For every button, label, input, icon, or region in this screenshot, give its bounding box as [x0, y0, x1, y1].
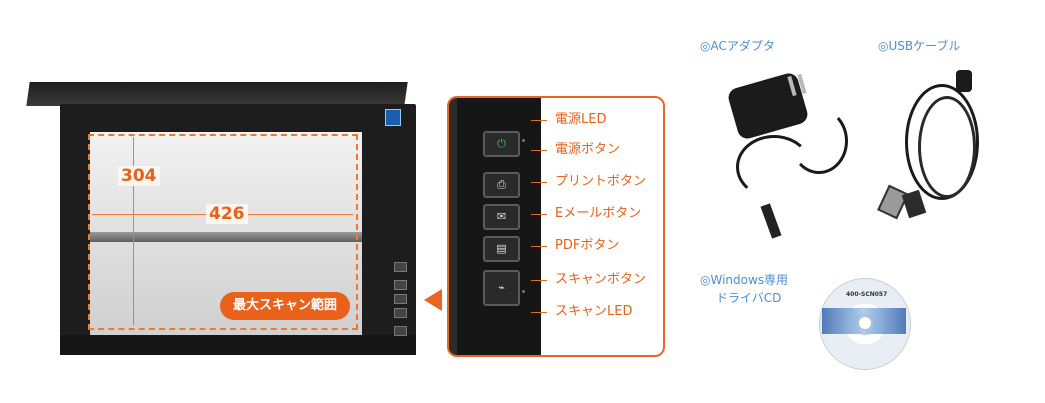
label-scan-button: スキャンボタン	[555, 272, 647, 287]
label-power-button: 電源ボタン	[555, 142, 621, 157]
side-button	[394, 280, 407, 290]
height-dimension-line	[133, 137, 134, 325]
side-button	[394, 294, 407, 304]
leader-line	[531, 182, 547, 183]
side-button	[394, 308, 407, 318]
cd-title: 400-SCN057	[846, 291, 888, 298]
print-icon: ⎙	[483, 172, 520, 198]
scanner-lid	[26, 82, 408, 106]
adapter-cable	[790, 108, 848, 174]
leader-line	[531, 312, 547, 313]
panel-edge	[449, 98, 457, 355]
side-button	[394, 326, 407, 336]
email-icon: ✉	[483, 204, 520, 230]
label-print-button: プリントボタン	[555, 174, 647, 189]
energy-star-badge	[385, 109, 401, 126]
scanner-image: 304 426 最大スキャン範囲	[0, 0, 442, 403]
label-pdf-button: PDFボタン	[555, 238, 620, 253]
leader-line	[531, 246, 547, 247]
driver-cd-label-line2: ドライバCD	[716, 291, 782, 305]
label-email-button: Eメールボタン	[555, 206, 642, 221]
ferrite-core	[956, 70, 972, 92]
scanner-ledge	[60, 335, 416, 355]
side-button	[394, 262, 407, 272]
leader-line	[531, 214, 547, 215]
usb-cable-label: ◎USBケーブル	[878, 39, 961, 53]
leader-line	[531, 120, 547, 121]
label-scan-led: スキャンLED	[555, 304, 633, 319]
height-dimension-label: 304	[118, 166, 160, 186]
leader-line	[531, 150, 547, 151]
ac-adapter-label: ◎ACアダプタ	[700, 39, 775, 53]
scanner-rail	[90, 232, 362, 242]
max-scan-area-frame	[88, 134, 358, 330]
label-power-led: 電源LED	[555, 112, 607, 127]
width-dimension-label: 426	[206, 204, 248, 224]
usb-b-plug	[901, 189, 927, 219]
usb-cable-loop	[918, 96, 976, 198]
cd-hole	[858, 316, 872, 330]
power-icon: ⏻	[483, 131, 520, 157]
usb-cable-loop	[905, 84, 979, 200]
max-scan-area-badge: 最大スキャン範囲	[220, 292, 350, 320]
pdf-icon: ▤	[483, 236, 520, 262]
power-led	[522, 139, 525, 142]
driver-cd-label-line1: ◎Windows専用	[700, 273, 789, 287]
callout-pointer	[424, 289, 442, 311]
button-panel-callout: ⏻ ⎙ ✉ ▤ ⌁ 電源LED 電源ボタン プリントボタン Eメールボタン PD…	[447, 96, 665, 357]
scan-icon: ⌁	[483, 270, 520, 306]
leader-line	[531, 280, 547, 281]
adapter-cable	[736, 135, 812, 199]
scan-led	[522, 290, 525, 293]
adapter-plug	[760, 203, 782, 239]
